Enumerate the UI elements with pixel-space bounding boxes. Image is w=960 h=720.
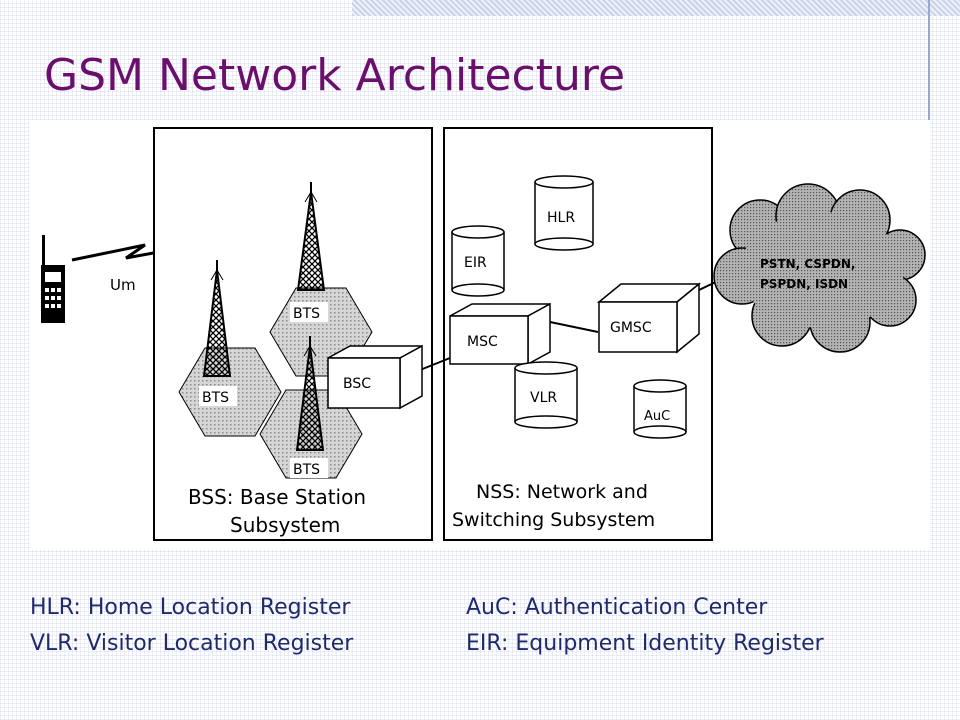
- vlr-database-icon: [514, 361, 578, 429]
- msc-label: MSC: [467, 334, 498, 350]
- legend-auc: AuC: Authentication Center: [466, 595, 768, 620]
- auc-label: AuC: [644, 409, 670, 424]
- legend-vlr: VLR: Visitor Location Register: [30, 631, 354, 656]
- vlr-label: VLR: [530, 390, 557, 406]
- decorative-top-bar: [352, 0, 960, 16]
- bts-label-bg: [199, 386, 237, 406]
- bsc-box: [327, 344, 423, 410]
- bts-label-bg: [290, 458, 328, 478]
- bss-caption-line-2: Subsystem: [230, 513, 340, 537]
- um-interface-label: Um: [110, 276, 136, 294]
- eir-label: EIR: [464, 255, 487, 271]
- auc-database-icon: [633, 379, 687, 439]
- msc-box: [449, 302, 551, 366]
- bts-tower-icon: [202, 260, 232, 377]
- nss-caption-line-2: Switching Subsystem: [452, 509, 655, 531]
- external-network-cloud-icon: [713, 183, 926, 353]
- msc-gmsc-link: [549, 321, 599, 333]
- external-networks-line-1: PSTN, CSPDN,: [760, 257, 855, 271]
- mobile-phone-icon: [41, 235, 65, 323]
- legend-left: HLR: Home Location Register VLR: Visitor…: [30, 590, 353, 662]
- legend-hlr: HLR: Home Location Register: [30, 595, 351, 620]
- bts-label: BTS: [293, 306, 320, 322]
- hlr-label: HLR: [547, 210, 575, 226]
- bts-label: BTS: [293, 462, 320, 478]
- bsc-msc-link: [419, 357, 451, 371]
- nss-caption-line-1: NSS: Network and: [476, 481, 648, 503]
- bts-label-bg: [290, 302, 328, 322]
- gmsc-label: GMSC: [610, 320, 652, 336]
- gsm-architecture-diagram: Um BTS BTS BTS BSC: [30, 120, 930, 550]
- eir-database-icon: [451, 225, 505, 297]
- bss-caption-line-1: BSS: Base Station: [188, 485, 366, 509]
- legend-eir: EIR: Equipment Identity Register: [466, 631, 824, 656]
- bts-tower-icon: [295, 336, 325, 451]
- bts-tower-icon: [296, 182, 326, 291]
- slide-title: GSM Network Architecture: [44, 50, 626, 101]
- legend-right: AuC: Authentication Center EIR: Equipmen…: [466, 590, 824, 662]
- bsc-label: BSC: [343, 376, 371, 392]
- gmsc-box: [596, 282, 702, 354]
- bts-label: BTS: [202, 390, 229, 406]
- hlr-database-icon: [534, 175, 594, 251]
- external-networks-line-2: PSPDN, ISDN: [760, 277, 848, 291]
